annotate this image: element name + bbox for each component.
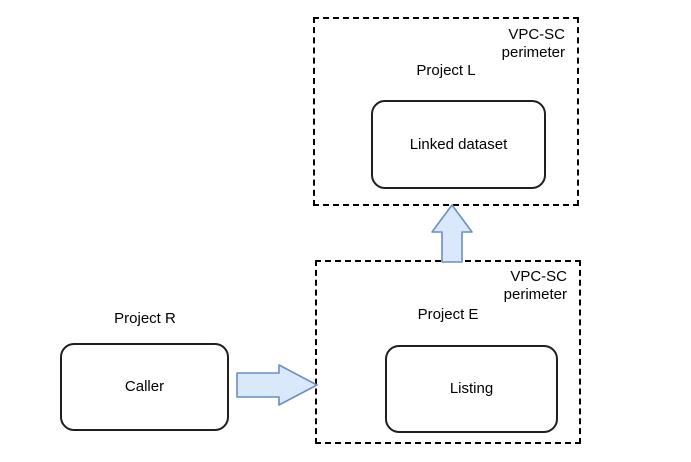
- project-label-e: Project E: [417, 306, 479, 323]
- node-caller-label: Caller: [124, 378, 165, 395]
- node-listing-label: Listing: [449, 380, 494, 397]
- node-linked-dataset-label: Linked dataset: [409, 135, 508, 153]
- node-listing[interactable]: Listing: [385, 345, 558, 433]
- vpcsc-perimeter-label-e: VPC-SC perimeter: [503, 268, 567, 303]
- node-linked-dataset[interactable]: Linked dataset: [371, 100, 546, 189]
- arrow-listing-to-linked-dataset: [431, 204, 473, 263]
- project-label-r: Project R: [114, 310, 176, 327]
- arrow-caller-to-listing: [236, 364, 318, 406]
- project-label-l: Project L: [416, 62, 476, 79]
- node-caller[interactable]: Caller: [60, 343, 229, 431]
- vpcsc-perimeter-label-l: VPC-SC perimeter: [501, 26, 565, 61]
